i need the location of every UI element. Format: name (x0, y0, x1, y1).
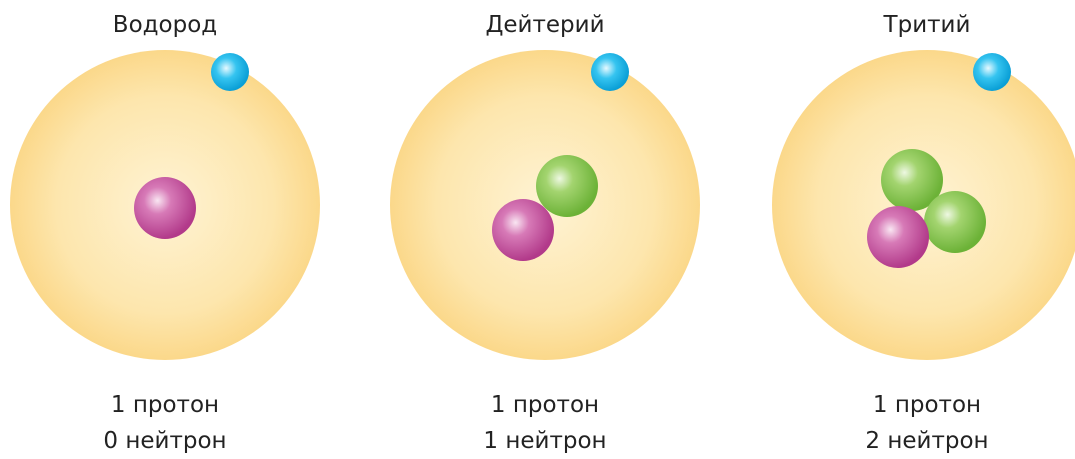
isotope-caption: 1 протон 2 нейтрон (757, 387, 1075, 459)
protons-label: 1 протон (490, 392, 600, 418)
neutrons-label: 0 нейтрон (103, 428, 227, 454)
electron (591, 53, 629, 91)
proton (867, 206, 929, 268)
isotope-caption: 1 протон 0 нейтрон (0, 387, 335, 459)
neutron (536, 155, 598, 217)
atom-diagram (772, 50, 1075, 360)
protons-label: 1 протон (110, 392, 220, 418)
neutron (881, 149, 943, 211)
proton (134, 177, 196, 239)
isotope-hydrogen: Водород 1 протон 0 нейтрон (0, 0, 335, 454)
proton (492, 199, 554, 261)
neutrons-label: 2 нейтрон (865, 428, 989, 454)
isotope-title: Водород (112, 12, 218, 38)
neutron (924, 191, 986, 253)
isotope-title: Тритий (883, 12, 971, 38)
electron (211, 53, 249, 91)
atom-diagram (10, 50, 320, 360)
isotope-title: Дейтерий (485, 12, 605, 38)
isotope-deuterium: Дейтерий (375, 0, 715, 454)
protons-label: 1 протон (872, 392, 982, 418)
neutrons-label: 1 нейтрон (483, 428, 607, 454)
isotope-caption: 1 протон 1 нейтрон (375, 387, 715, 459)
electron (973, 53, 1011, 91)
atom-diagram (390, 50, 700, 360)
isotope-tritium: Тритий (757, 0, 1075, 454)
